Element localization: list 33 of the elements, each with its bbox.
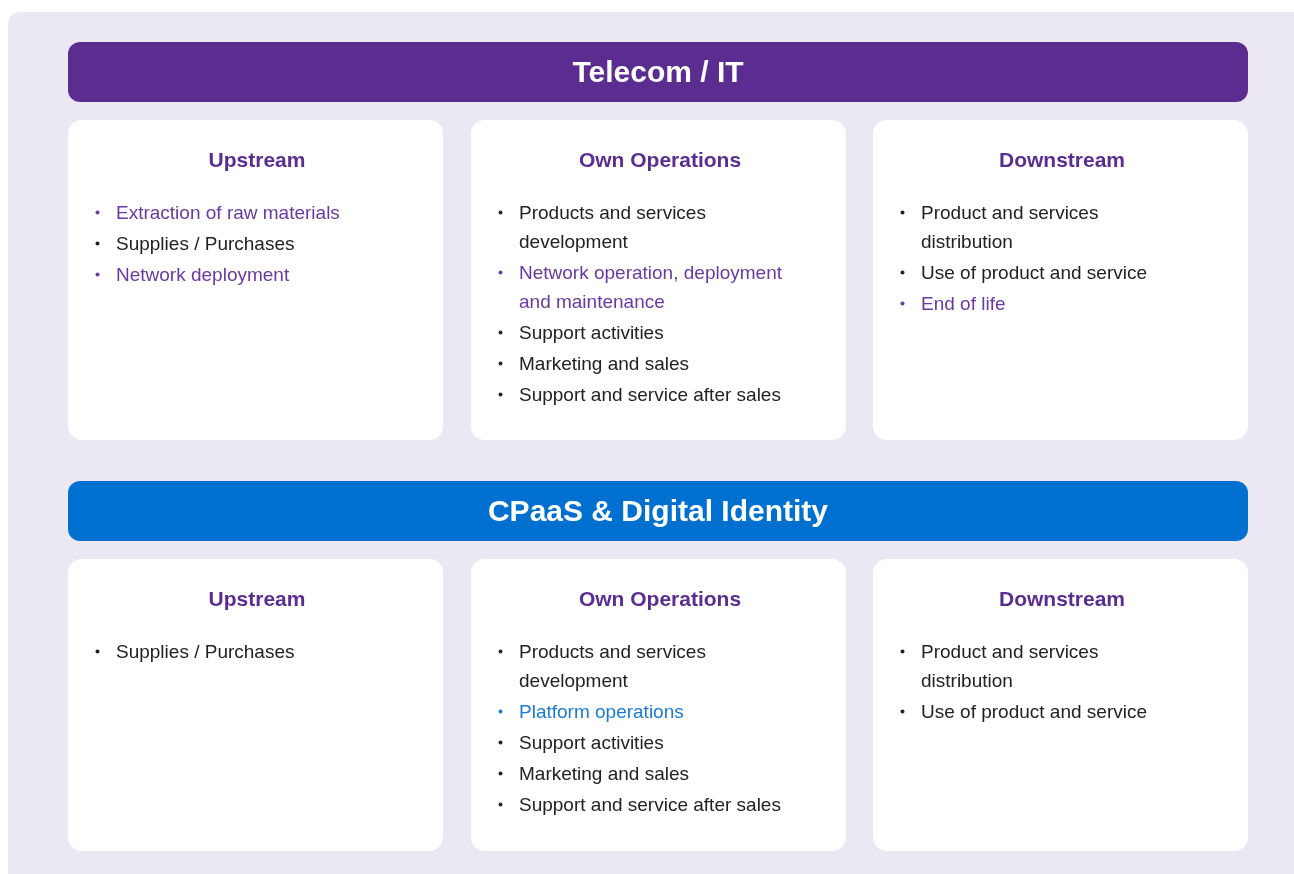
column-heading: Downstream xyxy=(998,148,1126,172)
list-item: Supplies / Purchases xyxy=(116,233,295,254)
column-heading: Upstream xyxy=(207,148,307,172)
list-item: End of life xyxy=(921,293,1006,314)
card xyxy=(471,120,846,440)
list-item: Platform operations xyxy=(519,701,684,722)
section-banner: Telecom / IT xyxy=(68,42,1248,102)
card xyxy=(873,559,1248,851)
list-item: Support and service after sales xyxy=(519,384,781,405)
section-banner: CPaaS & Digital Identity xyxy=(68,481,1248,541)
list-item: Product and services distribution xyxy=(921,202,1099,252)
list-item: Marketing and sales xyxy=(519,763,690,784)
card xyxy=(68,559,443,851)
card xyxy=(68,120,443,440)
list-item: Support activities xyxy=(519,732,664,753)
list-item: Network operation, deployment and maintenance xyxy=(519,262,782,312)
card xyxy=(471,559,846,851)
list-item: Marketing and sales xyxy=(519,353,690,374)
column-heading: Upstream xyxy=(207,587,307,611)
column-heading: Own Operations xyxy=(577,587,743,611)
card xyxy=(873,120,1248,440)
list-item: Support and service after sales xyxy=(519,794,781,815)
list-item: Network deployment xyxy=(116,264,290,285)
list-item: Products and services development xyxy=(519,641,706,691)
list-item: Product and services distribution xyxy=(921,641,1099,691)
list-item: Use of product and service xyxy=(921,262,1147,283)
list-item: Supplies / Purchases xyxy=(116,641,295,662)
column-heading: Downstream xyxy=(998,587,1126,611)
list-item: Products and services development xyxy=(519,202,706,252)
list-item: Support activities xyxy=(519,322,664,343)
list-item: Use of product and service xyxy=(921,701,1147,722)
list-item: Extraction of raw materials xyxy=(116,202,340,223)
column-heading: Own Operations xyxy=(577,148,743,172)
